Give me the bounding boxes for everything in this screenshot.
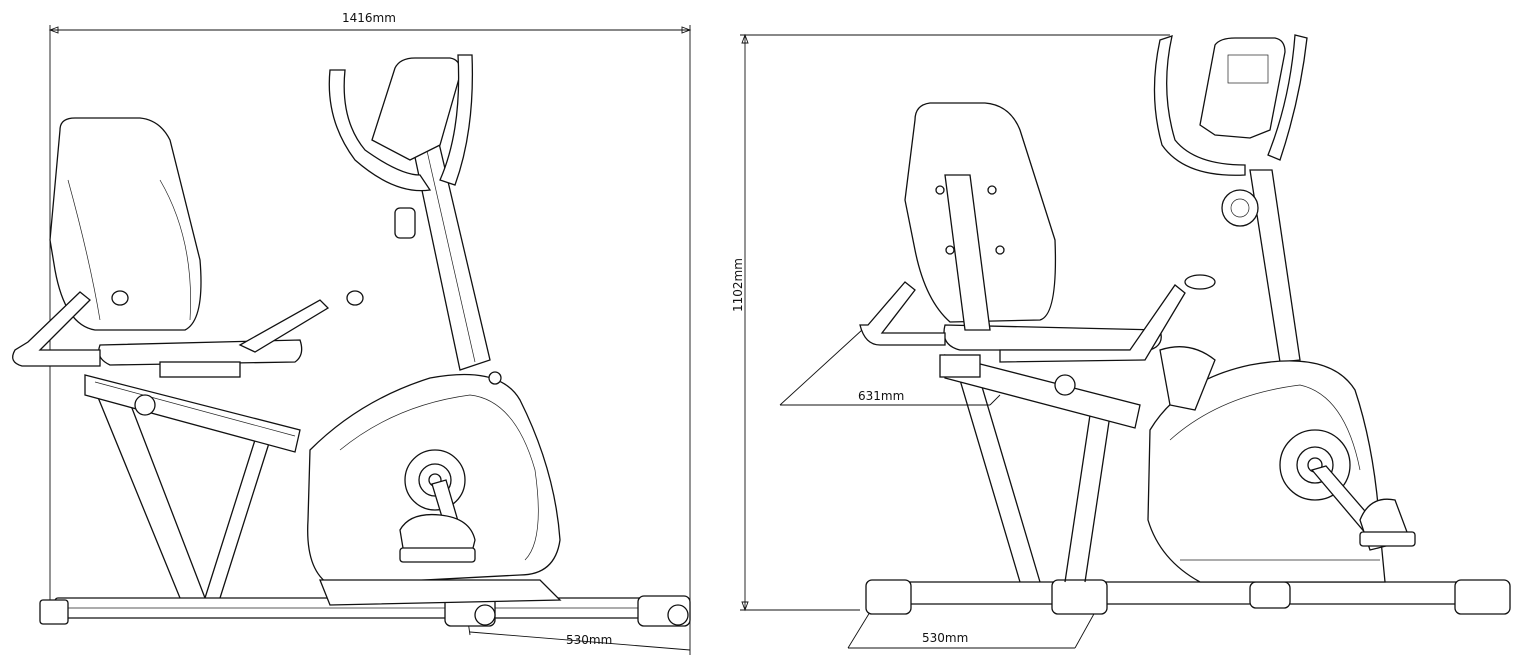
bike-side-view: [12, 54, 691, 627]
front-base-width-label: 530mm: [922, 631, 968, 645]
side-base-width-dimension: 530mm: [464, 599, 691, 651]
front-base-width-dimension: 530mm: [847, 611, 1096, 649]
side-base-width-label: 530mm: [566, 633, 612, 647]
seat-depth-label: 631mm: [858, 389, 904, 403]
height-dimension: 1102mm: [731, 33, 1170, 612]
height-label: 1102mm: [731, 258, 745, 312]
length-label: 1416mm: [342, 11, 396, 25]
length-dimension: 1416mm: [48, 11, 692, 655]
bike-angled-view: [859, 34, 1511, 615]
seat-depth-dimension: 631mm: [779, 329, 1001, 406]
